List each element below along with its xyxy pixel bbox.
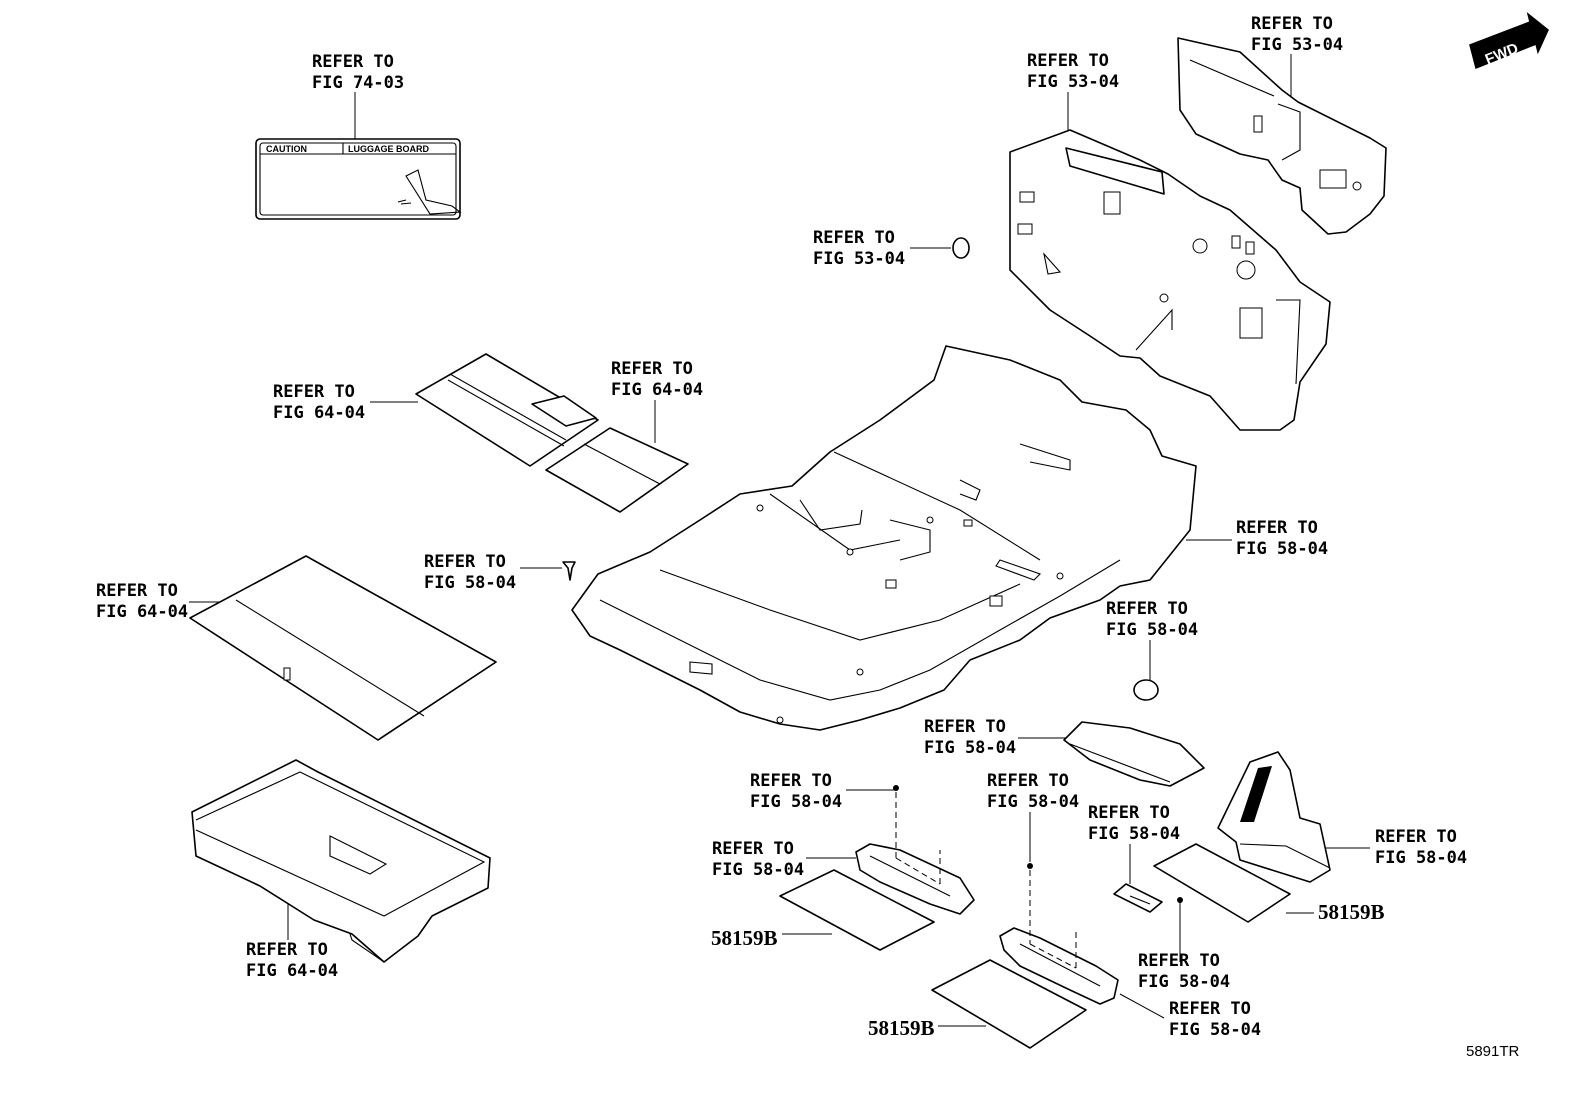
callout-mat-right: REFER TO FIG 64-04	[611, 359, 703, 400]
dash-insulator-upper	[1177, 37, 1387, 235]
callout-line-2: FIG 58-04	[1138, 972, 1230, 992]
callout-line-1: REFER TO	[1088, 803, 1170, 823]
callout-footrest: REFER TO FIG 58-04	[1375, 827, 1467, 868]
callout-line-2: FIG 58-04	[750, 792, 842, 812]
rear-floor-mat-right	[545, 427, 689, 513]
callout-line-2: FIG 58-04	[924, 738, 1016, 758]
callout-line-1: REFER TO	[1251, 14, 1333, 34]
callout-line-2: FIG 58-04	[1088, 824, 1180, 844]
callout-fig-74-03: REFER TO FIG 74-03	[312, 52, 404, 93]
pad-58159b-left	[779, 869, 935, 951]
caution-label: CAUTION LUGGAGE BOARD	[255, 138, 462, 220]
callout-line-1: REFER TO	[246, 940, 328, 960]
callout-line-1: REFER TO	[1027, 51, 1109, 71]
footrest	[1217, 751, 1331, 883]
bracket-left	[855, 785, 975, 915]
part-number-58159b-right: 58159B	[1318, 900, 1385, 924]
small-plate	[1113, 883, 1163, 913]
callout-line-2: FIG 58-04	[1236, 539, 1328, 559]
fwd-arrow: FWD	[1469, 12, 1549, 70]
callout-line-1: REFER TO	[987, 771, 1069, 791]
callout-dash-panel-upper: REFER TO FIG 53-04	[1251, 14, 1343, 55]
pad-58159b-right	[1153, 843, 1291, 923]
callout-line-2: FIG 64-04	[246, 961, 338, 981]
callout-line-2: FIG 64-04	[96, 602, 188, 622]
callout-line-1: REFER TO	[1106, 599, 1188, 619]
side-pad	[1063, 721, 1205, 787]
callout-line-1: REFER TO	[924, 717, 1006, 737]
luggage-board	[189, 555, 497, 741]
callout-fastener-left: REFER TO FIG 58-04	[750, 771, 842, 812]
callout-small-plate: REFER TO FIG 58-04	[1088, 803, 1180, 844]
callout-line-1: REFER TO	[312, 52, 394, 72]
callout-dash-panel-lower: REFER TO FIG 53-04	[1027, 51, 1119, 92]
callout-line-2: FIG 58-04	[424, 573, 516, 593]
callout-line-2: FIG 58-04	[1169, 1020, 1261, 1040]
callout-line-1: REFER TO	[712, 839, 794, 859]
callout-floor-plug: REFER TO FIG 58-04	[1106, 599, 1198, 640]
callout-line-1: REFER TO	[1375, 827, 1457, 847]
grommet-upper	[952, 237, 970, 259]
callout-line-1: REFER TO	[1138, 951, 1220, 971]
callout-line-2: FIG 74-03	[312, 73, 404, 93]
floor-plug	[1133, 679, 1159, 701]
callout-line-1: REFER TO	[750, 771, 832, 791]
part-number-58159b-left: 58159B	[711, 926, 778, 950]
bracket-center	[999, 863, 1119, 1005]
callout-line-1: REFER TO	[96, 581, 178, 601]
floor-carpet-main	[571, 345, 1197, 731]
fastener-right	[1177, 897, 1183, 903]
callout-line-1: REFER TO	[424, 552, 506, 572]
rear-floor-mat-left	[415, 353, 599, 467]
callout-line-1: REFER TO	[611, 359, 693, 379]
diagram-code: 5891TR	[1466, 1043, 1520, 1060]
callout-mat-left: REFER TO FIG 64-04	[273, 382, 365, 423]
callout-line-1: REFER TO	[813, 228, 895, 248]
callout-line-2: FIG 53-04	[813, 249, 905, 269]
callout-line-2: FIG 64-04	[273, 403, 365, 423]
callout-line-1: REFER TO	[1169, 999, 1251, 1019]
callout-side-pad: REFER TO FIG 58-04	[924, 717, 1016, 758]
callout-fastener-right: REFER TO FIG 58-04	[1138, 951, 1230, 992]
callout-luggage-board: REFER TO FIG 64-04	[96, 581, 188, 622]
callout-line-2: FIG 58-04	[1106, 620, 1198, 640]
callout-line-1: REFER TO	[273, 382, 355, 402]
callout-line-1: REFER TO	[1236, 518, 1318, 538]
caution-label-right: LUGGAGE BOARD	[348, 144, 430, 154]
callout-line-2: FIG 53-04	[1027, 72, 1119, 92]
callout-line-2: FIG 58-04	[987, 792, 1079, 812]
part-number-58159b-center: 58159B	[868, 1016, 935, 1040]
callout-grommet: REFER TO FIG 53-04	[813, 228, 905, 269]
callout-line-2: FIG 58-04	[712, 860, 804, 880]
callout-deck-tray: REFER TO FIG 64-04	[246, 940, 338, 981]
callout-bracket-left: REFER TO FIG 58-04	[712, 839, 804, 880]
leader-lines	[189, 54, 1370, 1027]
callout-fastener-center: REFER TO FIG 58-04	[987, 771, 1079, 812]
callout-bracket-center: REFER TO FIG 58-04	[1169, 999, 1261, 1040]
callout-line-2: FIG 58-04	[1375, 848, 1467, 868]
callout-line-2: FIG 53-04	[1251, 35, 1343, 55]
dash-insulator-lower	[1009, 129, 1331, 431]
callout-clip: REFER TO FIG 58-04	[424, 552, 516, 593]
clip	[562, 561, 576, 581]
callout-floor-carpet: REFER TO FIG 58-04	[1236, 518, 1328, 559]
callout-line-2: FIG 64-04	[611, 380, 703, 400]
pad-58159b-center	[931, 959, 1087, 1049]
deck-tray	[191, 759, 491, 963]
caution-label-left: CAUTION	[266, 144, 307, 154]
